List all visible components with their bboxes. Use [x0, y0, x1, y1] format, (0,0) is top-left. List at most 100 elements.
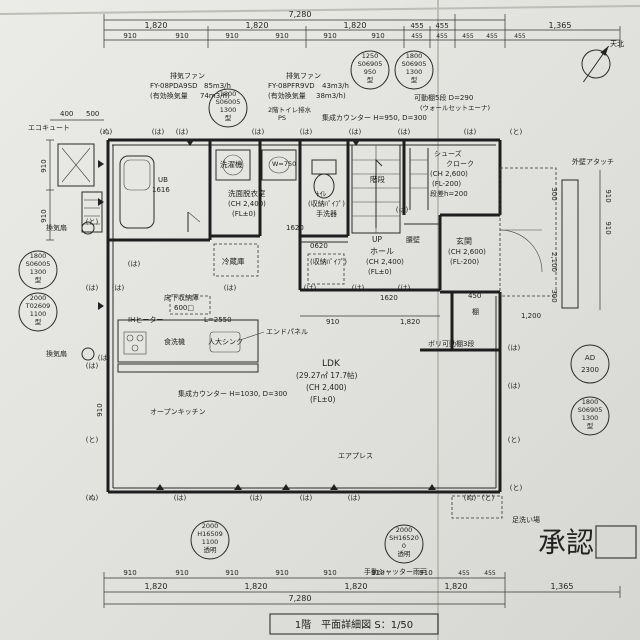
svg-text:S06905: S06905 — [578, 406, 603, 414]
counter-note: 集成カウンター H=950, D=300 — [322, 113, 427, 122]
dim-1200: 1,200 — [521, 312, 541, 320]
ecocute-label: エコキュート — [28, 124, 70, 132]
svg-text:H16509: H16509 — [197, 530, 223, 538]
storage-size: 600□ — [174, 304, 194, 312]
paper-edge — [0, 5, 640, 15]
svg-text:1300: 1300 — [30, 268, 47, 276]
svg-text:型: 型 — [367, 75, 374, 84]
svg-text:910: 910 — [371, 569, 384, 577]
dim-0620: 0620 — [310, 242, 328, 250]
window-tag-9: 2000 SH16520 0 透明 — [384, 524, 424, 564]
inner-dim-1820: 1,820 — [400, 318, 420, 326]
dim-1620-a: 1620 — [286, 224, 304, 232]
svg-text:透明: 透明 — [204, 546, 218, 554]
svg-text:型: 型 — [35, 317, 42, 326]
top-dim-r3-9: 455 — [462, 33, 474, 40]
svg-text:(は): (は) — [508, 382, 521, 390]
genkan-ch: (CH 2,600) — [448, 248, 486, 256]
fan-note-2: 排気ファン FY-08PFR9VD 43m3/h (有効換気量 38m3/h) — [268, 71, 349, 100]
top-dim-r3-2: 910 — [175, 32, 188, 40]
svg-text:FY-08PFR9VD: FY-08PFR9VD — [268, 82, 315, 90]
svg-text:1300: 1300 — [406, 68, 423, 76]
svg-text:透明: 透明 — [398, 550, 412, 558]
svg-text:74m3/h): 74m3/h) — [200, 92, 230, 100]
svg-text:1300: 1300 — [220, 106, 237, 114]
grid-markers: (ぬ) (は) (は) (は) (は) (は) (は) (は) (と) (と) … — [86, 128, 523, 502]
unit-bath: UB 1616 — [119, 155, 201, 232]
staircase — [351, 144, 401, 234]
storage-label: 床下収納庫 — [164, 293, 199, 302]
svg-text:(は): (は) — [250, 494, 263, 502]
sink-label: 人大シンク — [208, 337, 243, 346]
svg-text:300: 300 — [550, 289, 558, 302]
kitchen-counter — [117, 319, 259, 363]
window-tag-5: 2000 T02609 1100 型 — [18, 292, 58, 332]
window-tag-4: 1800 S06005 1300 型 — [18, 250, 58, 290]
svg-text:1250: 1250 — [362, 52, 379, 60]
dressing-fl: (FL±0) — [232, 210, 256, 218]
svg-text:(は): (は) — [86, 284, 99, 292]
svg-text:(は): (は) — [224, 284, 237, 292]
top-dim-r2-6: 1,365 — [549, 21, 572, 30]
shoes-label: シューズ — [434, 149, 462, 158]
hall-label: ホール — [370, 247, 394, 256]
kitchen-counter-note: 集成カウンター H=1030, D=300 — [178, 389, 287, 398]
svg-text:85m3/h: 85m3/h — [204, 82, 231, 90]
svg-text:1100: 1100 — [202, 538, 219, 546]
top-dim-r3-5: 910 — [323, 32, 336, 40]
fridge — [213, 243, 259, 277]
svg-text:(は): (は) — [464, 128, 477, 136]
svg-text:455: 455 — [484, 570, 496, 577]
svg-text:(は): (は) — [128, 260, 141, 268]
svg-text:(は): (は) — [300, 128, 313, 136]
svg-text:(は): (は) — [112, 284, 125, 292]
unit-bath-code: UB — [158, 176, 168, 184]
svg-text:型: 型 — [35, 275, 42, 284]
toilet-ps: PS — [278, 114, 286, 122]
svg-text:1,820: 1,820 — [245, 582, 268, 591]
interior-walls — [108, 140, 500, 352]
hall-fl: (FL±0) — [368, 268, 392, 276]
step-note: 段差h=200 — [430, 189, 468, 198]
svg-text:(と): (と) — [510, 128, 523, 136]
svg-text:910: 910 — [40, 159, 48, 172]
window-tag-3: 1800 S06905 1300 型 — [394, 50, 434, 90]
svg-text:1800: 1800 — [30, 252, 47, 260]
wc-label: ﾄｲﾚ — [316, 190, 327, 198]
svg-text:(は): (は) — [174, 494, 187, 502]
aircon-label: エアプレス — [338, 452, 373, 460]
top-dim-r3-10: 455 — [486, 33, 498, 40]
svg-text:(は): (は) — [398, 128, 411, 136]
toilet — [311, 159, 337, 199]
stairs-up: UP — [372, 235, 382, 244]
window-tag-1: 1800 S06005 1300 型 — [208, 88, 248, 128]
svg-text:910: 910 — [604, 189, 612, 202]
shelf-wall: (ウォールセットエーナ) — [420, 104, 490, 112]
svg-text:1100: 1100 — [30, 310, 47, 318]
svg-text:1,365: 1,365 — [551, 582, 574, 591]
shoes-ch: (CH 2,600) — [430, 170, 468, 178]
svg-text:910: 910 — [40, 209, 48, 222]
svg-text:S06005: S06005 — [216, 98, 241, 106]
window-tag-7: 1800 S06905 1300 型 — [570, 396, 610, 436]
svg-text:排気ファン: 排気ファン — [170, 71, 205, 80]
svg-text:(は): (は) — [508, 344, 521, 352]
svg-text:7,280: 7,280 — [289, 594, 312, 603]
window-tag-6: AD 2300 — [570, 344, 610, 384]
svg-text:(は): (は) — [398, 284, 411, 292]
ldk-fl: (FL±0) — [310, 395, 335, 404]
dressing-label: 洗面脱衣室 — [228, 188, 266, 198]
hand-wash-label: 手洗器 — [316, 209, 337, 218]
svg-text:910: 910 — [323, 569, 336, 577]
right-dimensions: 910 910 2,100 300 300 — [550, 170, 612, 310]
svg-text:AD: AD — [585, 354, 595, 362]
closet-label: (収納ﾊﾟｲﾌﾟ) — [308, 199, 345, 208]
svg-text:(は): (は) — [86, 362, 99, 370]
stairs-label: 階段 — [370, 174, 385, 184]
underfloor-storage — [169, 295, 211, 315]
fan-note-1: 排気ファン FY-08PDA9SD 85m3/h (有効換気量 74m3/h) — [150, 71, 231, 100]
svg-text:(ぬ): (ぬ) — [464, 494, 477, 502]
svg-text:2,100: 2,100 — [550, 252, 558, 272]
window-tag-2: 1250 S06905 950 型 — [350, 50, 390, 90]
